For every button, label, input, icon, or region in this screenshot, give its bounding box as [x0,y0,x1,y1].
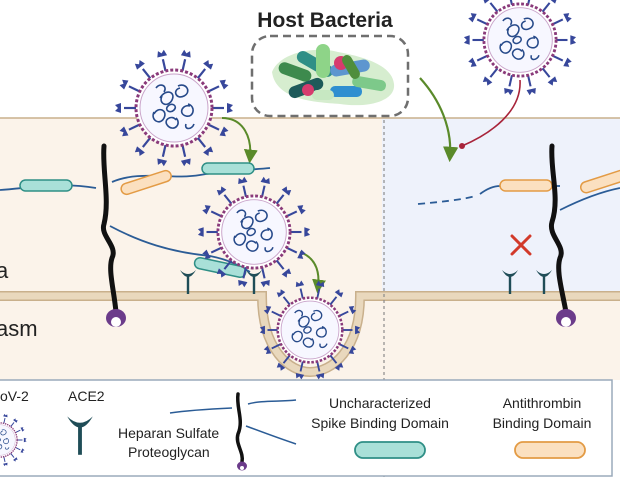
antithrombin-binding-domain-3 [580,169,620,194]
bacteria-cluster-icon [272,44,395,106]
matrix-region-label: a [0,258,9,283]
host-bacteria-group: Host Bacteria [250,9,410,118]
antithrombin-binding-domain-2 [499,179,553,192]
legend-spike-label-line1: Uncharacterized [329,395,431,411]
legend-virus-icon [0,413,27,467]
legend-hspg-label-line2: Proteoglycan [128,444,210,460]
host-bacteria-title: Host Bacteria [257,9,393,32]
cytoplasm-region-label: asm [0,316,38,341]
antithrombin-binding-domain-1 [120,169,172,196]
sars-cov-2-virus-icon [197,176,311,288]
inhibition-cross-icon [510,234,532,256]
legend-anti-label-line1: Antithrombin [503,395,582,411]
arrow-virus-to-spike [221,117,258,164]
legend-ace2-label: ACE2 [68,388,105,404]
legend-box [0,379,613,477]
legend-hspg-label-line1: Heparan Sulfate [118,425,219,441]
legend-spike-domain-icon [354,441,426,459]
legend: oV-2 ACE2 Heparan Sulfate Proteoglycan U… [0,379,613,477]
legend-virus-label: oV-2 [0,388,29,404]
inhibition-line [461,79,521,147]
legend-antithrombin-domain-icon [514,441,586,459]
heparan-sulfate-proteoglycan-right [548,143,576,327]
inhibition-dot [459,143,465,149]
legend-hspg-icon [169,392,297,471]
cell-region: a asm [0,117,620,480]
arrow-bacteria-to-cleavage [419,77,459,163]
sars-cov-2-virus-icon [259,280,361,380]
legend-spike-label-line2: Spike Binding Domain [311,415,449,431]
legend-anti-label-line2: Binding Domain [493,415,592,431]
sars-cov-2-virus-icon [115,49,233,167]
sars-cov-2-virus-icon [463,0,577,96]
heparan-sulfate-proteoglycan-left [100,143,126,327]
spike-binding-domain-2 [201,162,255,175]
right-cytoplasm [382,300,620,380]
spike-binding-domain-1 [19,179,73,192]
legend-ace2-icon [67,416,93,455]
